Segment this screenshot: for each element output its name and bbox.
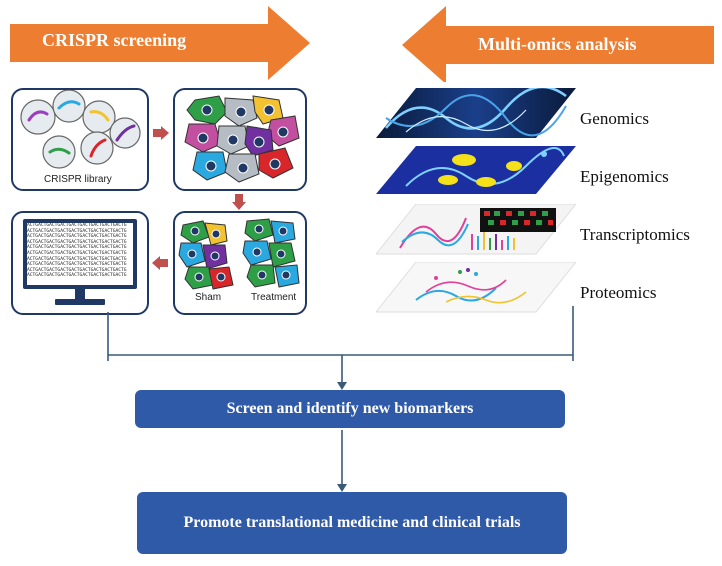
flow-arrow-left-icon: [152, 256, 168, 270]
sequence-line: ACTGACTGACTGACTGACTGACTGACTGACTGACTG: [27, 256, 127, 262]
crispr-library-panel: [11, 88, 149, 191]
sham-label: Sham: [195, 292, 222, 303]
computer-monitor-icon: [23, 219, 137, 305]
epigenomics-layer: [376, 146, 576, 196]
proteomics-label: Proteomics: [580, 283, 657, 302]
biomarkers-text: Screen and identify new biomarkers: [226, 400, 474, 417]
transcriptomics-label: Transcriptomics: [580, 225, 690, 244]
translational-box: Promote translational medicine and clini…: [137, 492, 567, 554]
protein-structure-icon: [376, 262, 576, 313]
crispr-library-label: CRISPR library: [44, 174, 112, 185]
multi-omics-arrow: [402, 4, 714, 82]
crispr-screening-arrow: [10, 4, 312, 82]
cell-cluster-icon: [184, 95, 300, 183]
plasmid-circles-icon: [20, 90, 141, 169]
biomarkers-box: Screen and identify new biomarkers: [135, 390, 565, 428]
dna-helix-icon: [376, 88, 576, 138]
sequence-line: ACTGACTGACTGACTGACTGACTGACTGACTGACTG: [27, 234, 127, 240]
sequence-line: ACTGACTGACTGACTGACTGACTGACTGACTGACTG: [27, 250, 127, 256]
sequence-line: ACTGACTGACTGACTGACTGACTGACTGACTGACTG: [27, 245, 127, 251]
sequence-line: ACTGACTGACTGACTGACTGACTGACTGACTGACTG: [27, 267, 127, 273]
sequence-line: ACTGACTGACTGACTGACTGACTGACTGACTGACTG: [27, 223, 127, 228]
sequence-line: ACTGACTGACTGACTGACTGACTGACTGACTGACTG: [27, 228, 127, 234]
sequence-readout: ACTGACTGACTGACTGACTGACTGACTGACTGACTG ACT…: [27, 223, 131, 283]
epigenomics-label: Epigenomics: [580, 167, 669, 186]
heatmap-icon: [376, 204, 576, 255]
treatment-label: Treatment: [251, 292, 297, 303]
translational-text: Promote translational medicine and clini…: [183, 514, 521, 531]
transcriptomics-layer: [376, 204, 576, 256]
sequencing-panel: [11, 211, 149, 315]
genomics-label: Genomics: [580, 109, 649, 128]
crispr-screening-title: CRISPR screening: [42, 30, 187, 50]
genomics-layer: [376, 88, 576, 140]
transfected-cells-panel: [173, 88, 307, 191]
sequence-line: ACTGACTGACTGACTGACTGACTGACTGACTGACTG: [27, 239, 127, 245]
chromatin-icon: [376, 146, 576, 194]
sequence-line: ACTGACTGACTGACTGACTGACTGACTGACTGACTG: [27, 273, 127, 279]
sham-treatment-cells-icon: [178, 218, 300, 290]
flow-arrow-right-icon: [153, 126, 169, 140]
proteomics-layer: [376, 262, 576, 314]
multi-omics-title: Multi-omics analysis: [478, 34, 637, 54]
sham-treatment-panel: [173, 211, 307, 315]
sequence-line: ACTGACTGACTGACTGACTGACTGACTGACTGACTG: [27, 262, 127, 268]
flow-arrow-down-icon: [232, 194, 246, 210]
